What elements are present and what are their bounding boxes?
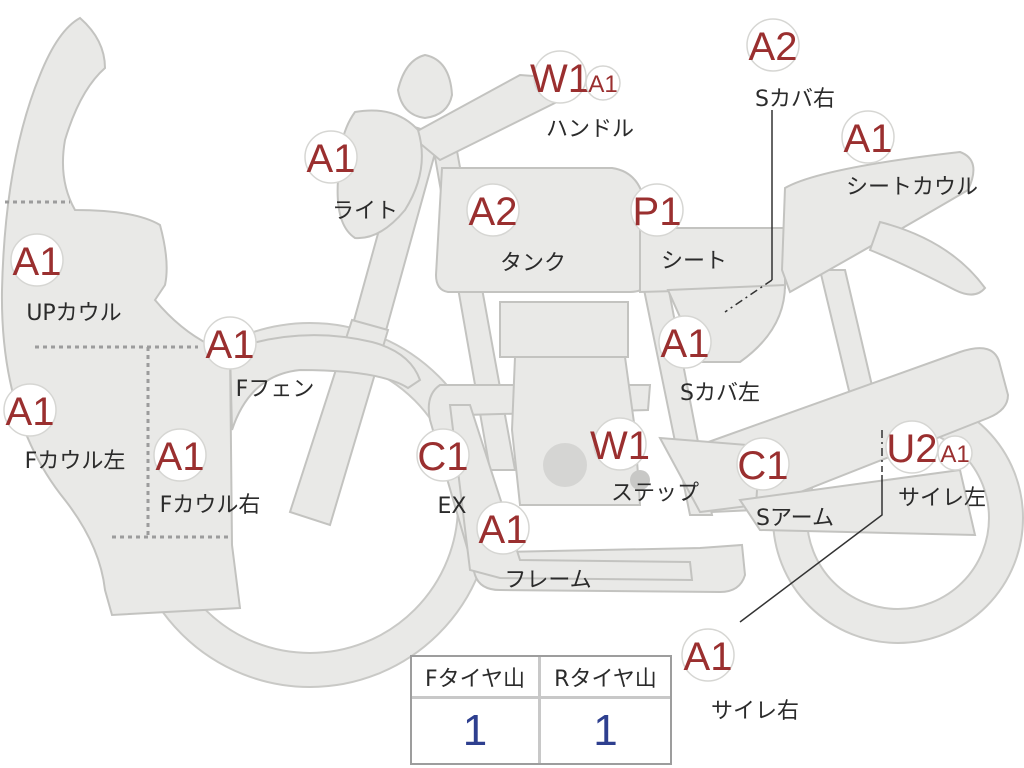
svg-text:A2: A2 — [469, 190, 518, 234]
code-f-fender: A1 — [203, 316, 257, 370]
svg-text:A1: A1 — [206, 323, 255, 367]
code-seat: P1 — [630, 183, 684, 237]
svg-text:C1: C1 — [737, 444, 788, 488]
code-f-cowl-right: A1 — [153, 428, 207, 482]
label-tank: タンク — [500, 251, 566, 276]
code-ex: C1 — [416, 428, 470, 482]
label-frame: フレーム — [504, 568, 591, 593]
code-light: A1 — [304, 130, 358, 184]
svg-text:W1: W1 — [530, 57, 590, 101]
label-up-cowl: UPカウル — [26, 301, 121, 326]
front-tire-value: 1 — [412, 699, 541, 763]
front-tire-header: Fタイヤ山 — [412, 657, 541, 699]
label-ex: EX — [438, 494, 467, 519]
engine-top — [499, 301, 629, 358]
svg-text:A2: A2 — [749, 25, 798, 69]
code-silencer-right: A1 — [681, 628, 735, 682]
engine-cover — [543, 443, 587, 487]
silencer — [738, 468, 977, 537]
label-s-arm: Sアーム — [756, 506, 834, 531]
code-tank: A2 — [466, 183, 520, 237]
svg-text:W1: W1 — [590, 424, 650, 468]
svg-text:A1: A1 — [940, 441, 969, 468]
code-handle: W1 A1 — [530, 50, 621, 104]
label-handle: ハンドル — [546, 117, 634, 142]
svg-text:A1: A1 — [844, 117, 893, 161]
code-seat-cowl: A1 — [841, 110, 895, 164]
seat-cowl — [780, 150, 975, 294]
front-fender — [228, 334, 422, 431]
label-f-fender: Fフェン — [236, 377, 315, 402]
code-silencer-left: U2 A1 — [885, 420, 973, 474]
code-s-cover-right: A2 — [746, 18, 800, 72]
svg-text:C1: C1 — [417, 435, 468, 479]
code-s-arm: C1 — [736, 437, 790, 491]
rear-tire-value: 1 — [593, 706, 618, 755]
code-up-cowl: A1 — [10, 233, 64, 287]
seat-tail — [868, 220, 987, 296]
svg-text:A1: A1 — [479, 508, 528, 552]
svg-text:A1: A1 — [13, 240, 62, 284]
label-step: ステップ — [611, 481, 699, 506]
code-s-cover-left: A1 — [658, 315, 712, 369]
step-peg-1 — [630, 470, 650, 490]
label-s-cover-left: Sカバ左 — [680, 381, 760, 406]
label-seat-cowl: シートカウル — [846, 175, 978, 200]
label-silencer-right: サイレ右 — [711, 699, 799, 724]
svg-text:U2: U2 — [886, 427, 937, 471]
svg-text:A1: A1 — [307, 137, 356, 181]
rear-tire-header: Rタイヤ山 — [541, 657, 670, 699]
svg-text:A1: A1 — [661, 322, 710, 366]
svg-text:A1: A1 — [6, 390, 55, 434]
svg-text:A1: A1 — [588, 71, 617, 98]
code-step: W1 — [590, 417, 650, 471]
code-frame: A1 — [476, 501, 530, 555]
label-silencer-left: サイレ左 — [898, 486, 986, 511]
svg-text:A1: A1 — [684, 635, 733, 679]
code-f-cowl-left: A1 — [3, 383, 57, 437]
svg-text:A1: A1 — [156, 435, 205, 479]
label-light: ライト — [332, 199, 398, 224]
label-s-cover-right: Sカバ右 — [755, 87, 835, 112]
mirror — [396, 53, 454, 120]
label-f-cowl-right: Fカウル右 — [160, 493, 261, 518]
svg-text:P1: P1 — [633, 190, 682, 234]
label-f-cowl-left: Fカウル左 — [25, 449, 126, 474]
tire-tread-table: Fタイヤ山 Rタイヤ山 1 1 — [410, 655, 672, 765]
label-seat: シート — [661, 249, 727, 274]
